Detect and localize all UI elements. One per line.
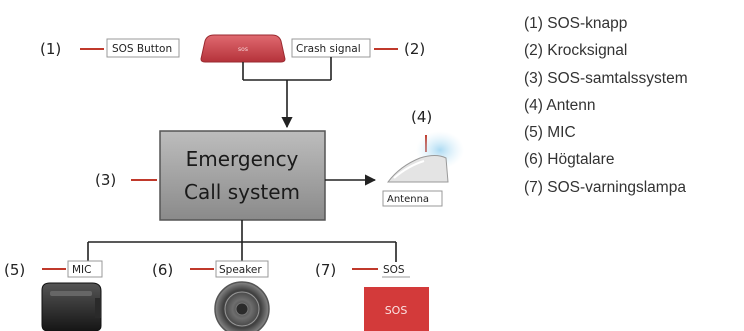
legend-item-5: (5) MIC <box>524 119 688 146</box>
sos-button-label: SOS Button <box>112 43 172 55</box>
callout-5: (5) <box>4 261 25 279</box>
sos-button-text: sos <box>238 46 248 53</box>
mic-grille <box>50 291 92 296</box>
sos-lamp-label: SOS <box>383 264 405 276</box>
legend-item-6: (6) Högtalare <box>524 146 688 173</box>
speaker-dustcap <box>236 303 248 315</box>
callout-3: (3) <box>95 171 116 189</box>
speaker-label: Speaker <box>219 264 262 276</box>
callout-6: (6) <box>152 261 173 279</box>
callout-1: (1) <box>40 40 61 58</box>
legend-item-4: (4) Antenn <box>524 92 688 119</box>
crash-signal-label: Crash signal <box>296 43 361 55</box>
mic-icon <box>42 283 101 331</box>
callout-4: (4) <box>411 108 432 126</box>
mic-label: MIC <box>72 264 92 276</box>
legend-item-7: (7) SOS-varningslampa <box>524 174 688 201</box>
callout-7: (7) <box>315 261 336 279</box>
callout-2: (2) <box>404 40 425 58</box>
antenna-icon <box>388 156 448 183</box>
legend-item-2: (2) Krocksignal <box>524 37 688 64</box>
legend: (1) SOS-knapp (2) Krocksignal (3) SOS-sa… <box>524 10 688 201</box>
mic-side-tab <box>95 298 101 318</box>
legend-item-1: (1) SOS-knapp <box>524 10 688 37</box>
emergency-call-system-box <box>160 131 325 220</box>
antenna-label: Antenna <box>387 194 429 205</box>
system-label-line1: Emergency <box>186 147 299 171</box>
sos-lamp-text: SOS <box>385 304 408 317</box>
system-label-line2: Call system <box>184 180 300 204</box>
legend-item-3: (3) SOS-samtalssystem <box>524 65 688 92</box>
